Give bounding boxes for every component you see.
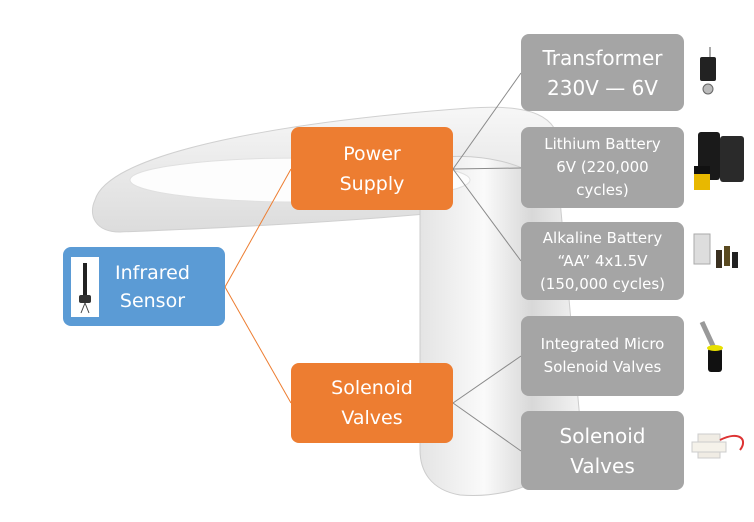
integrated-micro-solenoid-label: Integrated Micro Solenoid Valves xyxy=(540,335,665,376)
solenoid-valve-icon xyxy=(691,433,745,459)
alkaline-battery-label: Alkaline Battery “AA” 4x1.5V (150,000 cy… xyxy=(539,228,666,293)
integrated-micro-solenoid-node: Integrated Micro Solenoid Valves xyxy=(521,316,684,396)
transformer-icon xyxy=(700,47,716,95)
lithium-battery-icon xyxy=(694,132,744,190)
transformer-node: Transformer 230V — 6V xyxy=(521,34,684,111)
solenoid-valves-node: Solenoid Valves xyxy=(291,363,453,443)
alkaline-battery-node: Alkaline Battery “AA” 4x1.5V (150,000 cy… xyxy=(521,222,684,300)
solenoid-valves-child-node: Solenoid Valves xyxy=(521,411,684,490)
transformer-label: Transformer 230V — 6V xyxy=(542,45,663,100)
solenoid-valves-child-label: Solenoid Valves xyxy=(559,423,646,478)
solenoid-valves-label: Solenoid Valves xyxy=(331,377,413,429)
power-supply-label: Power Supply xyxy=(339,142,405,195)
alkaline-battery-icon xyxy=(693,233,738,268)
power-supply-node: Power Supply xyxy=(291,127,453,210)
lithium-battery-label: Lithium Battery 6V (220,000 cycles) xyxy=(544,135,661,199)
infrared-sensor-node: Infrared Sensor xyxy=(63,247,225,326)
lithium-battery-node: Lithium Battery 6V (220,000 cycles) xyxy=(521,127,684,208)
micro-solenoid-icon xyxy=(699,320,723,372)
infrared-sensor-icon xyxy=(71,256,99,317)
infrared-sensor-label: Infrared Sensor xyxy=(115,261,190,312)
